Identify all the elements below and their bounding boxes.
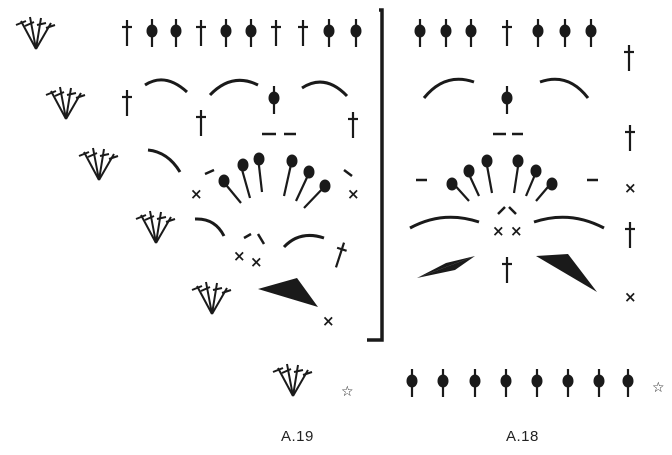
chain-x-symbol: ×: [233, 247, 246, 265]
dash: [508, 206, 517, 215]
a18-row-5: ×: [417, 254, 637, 306]
chart-label-a19: A.19: [281, 428, 314, 445]
chain-arc: [301, 80, 349, 98]
chain-x-symbol: ×: [624, 288, 637, 306]
chain-x-symbol: ×: [250, 253, 263, 271]
chain-x-symbol: ×: [322, 312, 335, 330]
a19-bobble-fan: [218, 152, 331, 209]
a19-row-5: ×: [258, 278, 335, 330]
chain-arc: [194, 217, 226, 237]
chain-arc: [539, 77, 590, 99]
a19-fan-row-2: [45, 86, 86, 120]
chain-arc: [533, 215, 605, 230]
a19-fan-row-1: [15, 16, 56, 50]
chain-arc: [144, 78, 189, 94]
chain-x-symbol: ×: [347, 185, 360, 203]
a18-top-row: [413, 17, 636, 73]
wedge-shape: [417, 256, 475, 278]
chain-arc: [147, 148, 182, 173]
a18-bobble-fan: [446, 154, 558, 202]
a18-row-3: ×: [416, 132, 637, 202]
chain-arc: [282, 234, 325, 249]
wedge-shape: [536, 254, 597, 292]
a18-row-4: × ×: [409, 206, 637, 250]
dash: [343, 169, 353, 177]
start-star-a19: ☆: [341, 384, 354, 400]
dash: [256, 233, 266, 245]
a19-fan-row-4: [135, 210, 176, 244]
a19-fan-row-3: [78, 147, 119, 181]
wedge-shape: [258, 278, 318, 307]
chain-arc: [409, 215, 480, 230]
dash: [204, 168, 215, 176]
repeat-bracket: [367, 8, 384, 342]
a19-fan-bottom: [272, 363, 313, 397]
chain-x-symbol: ×: [492, 222, 505, 240]
a19-top-row: [120, 17, 363, 49]
chain-arc: [208, 78, 259, 97]
dash: [497, 206, 506, 215]
chain-x-symbol: ×: [624, 179, 637, 197]
chart-label-a18: A.18: [506, 428, 539, 445]
a19-row-2: [120, 78, 360, 140]
dash: [243, 232, 252, 240]
a19-fan-row-5: [191, 281, 232, 315]
chain-x-symbol: ×: [510, 222, 523, 240]
a19-row-4: × ×: [194, 217, 350, 271]
a18-row-2: [422, 77, 637, 153]
a19-row-3: × ×: [147, 132, 360, 209]
start-star-a18: ☆: [652, 380, 665, 396]
chain-arc: [422, 77, 475, 99]
a18-bottom-row: [405, 367, 635, 399]
chain-x-symbol: ×: [190, 185, 203, 203]
